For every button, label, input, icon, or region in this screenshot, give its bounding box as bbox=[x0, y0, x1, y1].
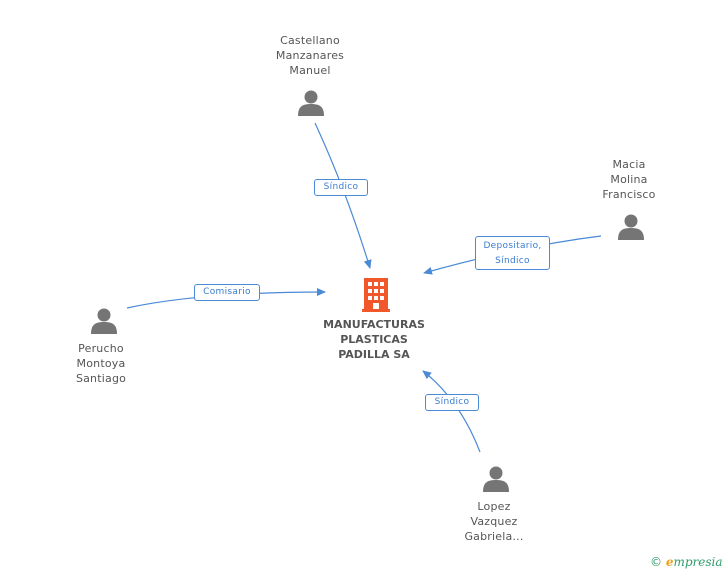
copyright-icon: © bbox=[650, 555, 662, 569]
person-icon-macia[interactable] bbox=[618, 214, 644, 241]
person-name-perucho[interactable]: Perucho Montoya Santiago bbox=[75, 342, 127, 385]
edge-lopez bbox=[422, 370, 481, 453]
person-icon-lopez[interactable] bbox=[483, 466, 509, 493]
person-icon-perucho[interactable] bbox=[91, 308, 117, 335]
role-label-perucho: Comisario bbox=[194, 284, 260, 301]
building-icon[interactable] bbox=[362, 278, 390, 312]
company-name[interactable]: MANUFACTURAS PLASTICAS PADILLA SA bbox=[323, 318, 425, 361]
role-label-macia: Depositario, Síndico bbox=[475, 236, 550, 270]
role-label-castellano: Síndico bbox=[314, 179, 368, 196]
person-name-macia[interactable]: Macia Molina Francisco bbox=[602, 158, 656, 201]
role-label-lopez: Síndico bbox=[425, 394, 479, 411]
person-name-lopez[interactable]: Lopez Vazquez Gabriela... bbox=[464, 500, 524, 543]
empresia-logo: empresia bbox=[665, 555, 723, 569]
footer-brand: © empresia bbox=[650, 555, 723, 569]
person-icon-castellano[interactable] bbox=[298, 90, 324, 117]
person-name-castellano[interactable]: Castellano Manzanares Manuel bbox=[275, 34, 345, 77]
